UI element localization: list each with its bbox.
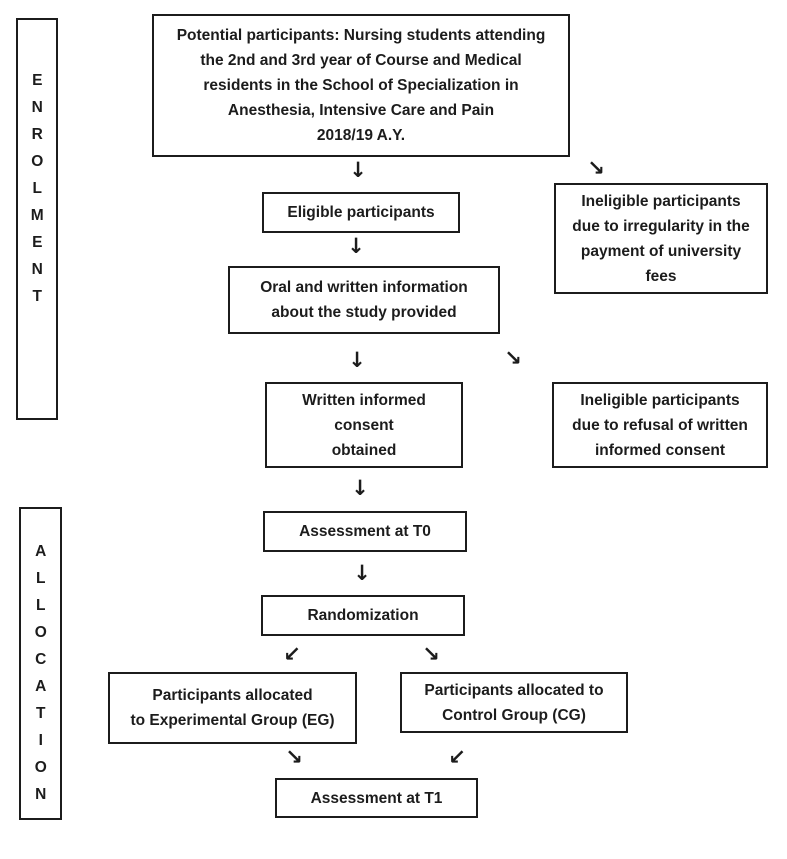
box-line: due to irregularity in the <box>572 217 750 235</box>
box-line: to Experimental Group (EG) <box>130 712 335 729</box>
box-randomization: Randomization <box>261 595 465 636</box>
box-eligible-participants: Eligible participants <box>262 192 460 233</box>
arrow-down-icon: ↓ <box>353 561 371 585</box>
arrow-down-right-icon: ↘ <box>285 745 303 769</box>
box-line: Participants allocated <box>152 687 313 704</box>
box-oral-written-info: Oral and written information about the s… <box>228 266 500 334</box>
box-assessment-t1: Assessment at T1 <box>275 778 478 818</box>
box-line: Assessment at T0 <box>299 523 431 540</box>
box-line: consent <box>334 416 394 434</box>
box-line: due to refusal of written <box>572 416 748 434</box>
box-line: about the study provided <box>271 304 457 321</box>
box-line: 2018/19 A.Y. <box>316 127 406 144</box>
arrow-down-left-icon: ↙ <box>448 745 466 769</box>
box-written-consent: Written informed consent obtained <box>265 382 463 468</box>
box-ineligible-fees: Ineligible participants due to irregular… <box>554 183 768 294</box>
box-line: Written informed <box>302 391 426 409</box>
box-line: Control Group (CG) <box>442 706 586 724</box>
phase-box-allocation: ALLOCATION <box>19 507 62 820</box>
box-line: Oral and written information <box>260 279 468 296</box>
box-line: residents in the School of Specializatio… <box>203 77 519 94</box>
box-line: Eligible participants <box>287 204 435 221</box>
box-potential-participants: Potential participants: Nursing students… <box>152 14 570 157</box>
box-line: Ineligible participants <box>580 391 740 409</box>
arrow-down-left-icon: ↙ <box>283 642 301 666</box>
arrow-down-right-icon: ↘ <box>422 642 440 666</box>
arrow-down-right-icon: ↘ <box>504 346 522 370</box>
phase-label-enrolment: ENROLMENT <box>28 71 46 315</box>
arrow-down-icon: ↓ <box>351 476 369 500</box>
arrow-down-icon: ↓ <box>348 348 366 372</box>
box-line: Anesthesia, Intensive Care and Pain <box>227 102 495 119</box>
phase-label-allocation: ALLOCATION <box>32 542 50 813</box>
box-line: payment of university <box>580 242 742 260</box>
box-line: informed consent <box>594 441 726 459</box>
box-assessment-t0: Assessment at T0 <box>263 511 467 552</box>
box-line: obtained <box>331 441 397 459</box>
box-line: fees <box>645 267 677 285</box>
box-line: Participants allocated to <box>424 681 604 699</box>
box-ineligible-refusal: Ineligible participants due to refusal o… <box>552 382 768 468</box>
arrow-down-right-icon: ↘ <box>587 156 605 180</box>
box-line: Assessment at T1 <box>310 789 443 807</box>
box-control-group: Participants allocated to Control Group … <box>400 672 628 733</box>
box-line: Randomization <box>307 607 419 624</box>
box-line: Potential participants: Nursing students… <box>176 27 546 44</box>
arrow-down-icon: ↓ <box>349 158 367 182</box>
arrow-down-icon: ↓ <box>347 234 365 258</box>
phase-box-enrolment: ENROLMENT <box>16 18 58 420</box>
box-line: the 2nd and 3rd year of Course and Medic… <box>200 52 522 69</box>
box-experimental-group: Participants allocated to Experimental G… <box>108 672 357 744</box>
box-line: Ineligible participants <box>581 192 741 210</box>
